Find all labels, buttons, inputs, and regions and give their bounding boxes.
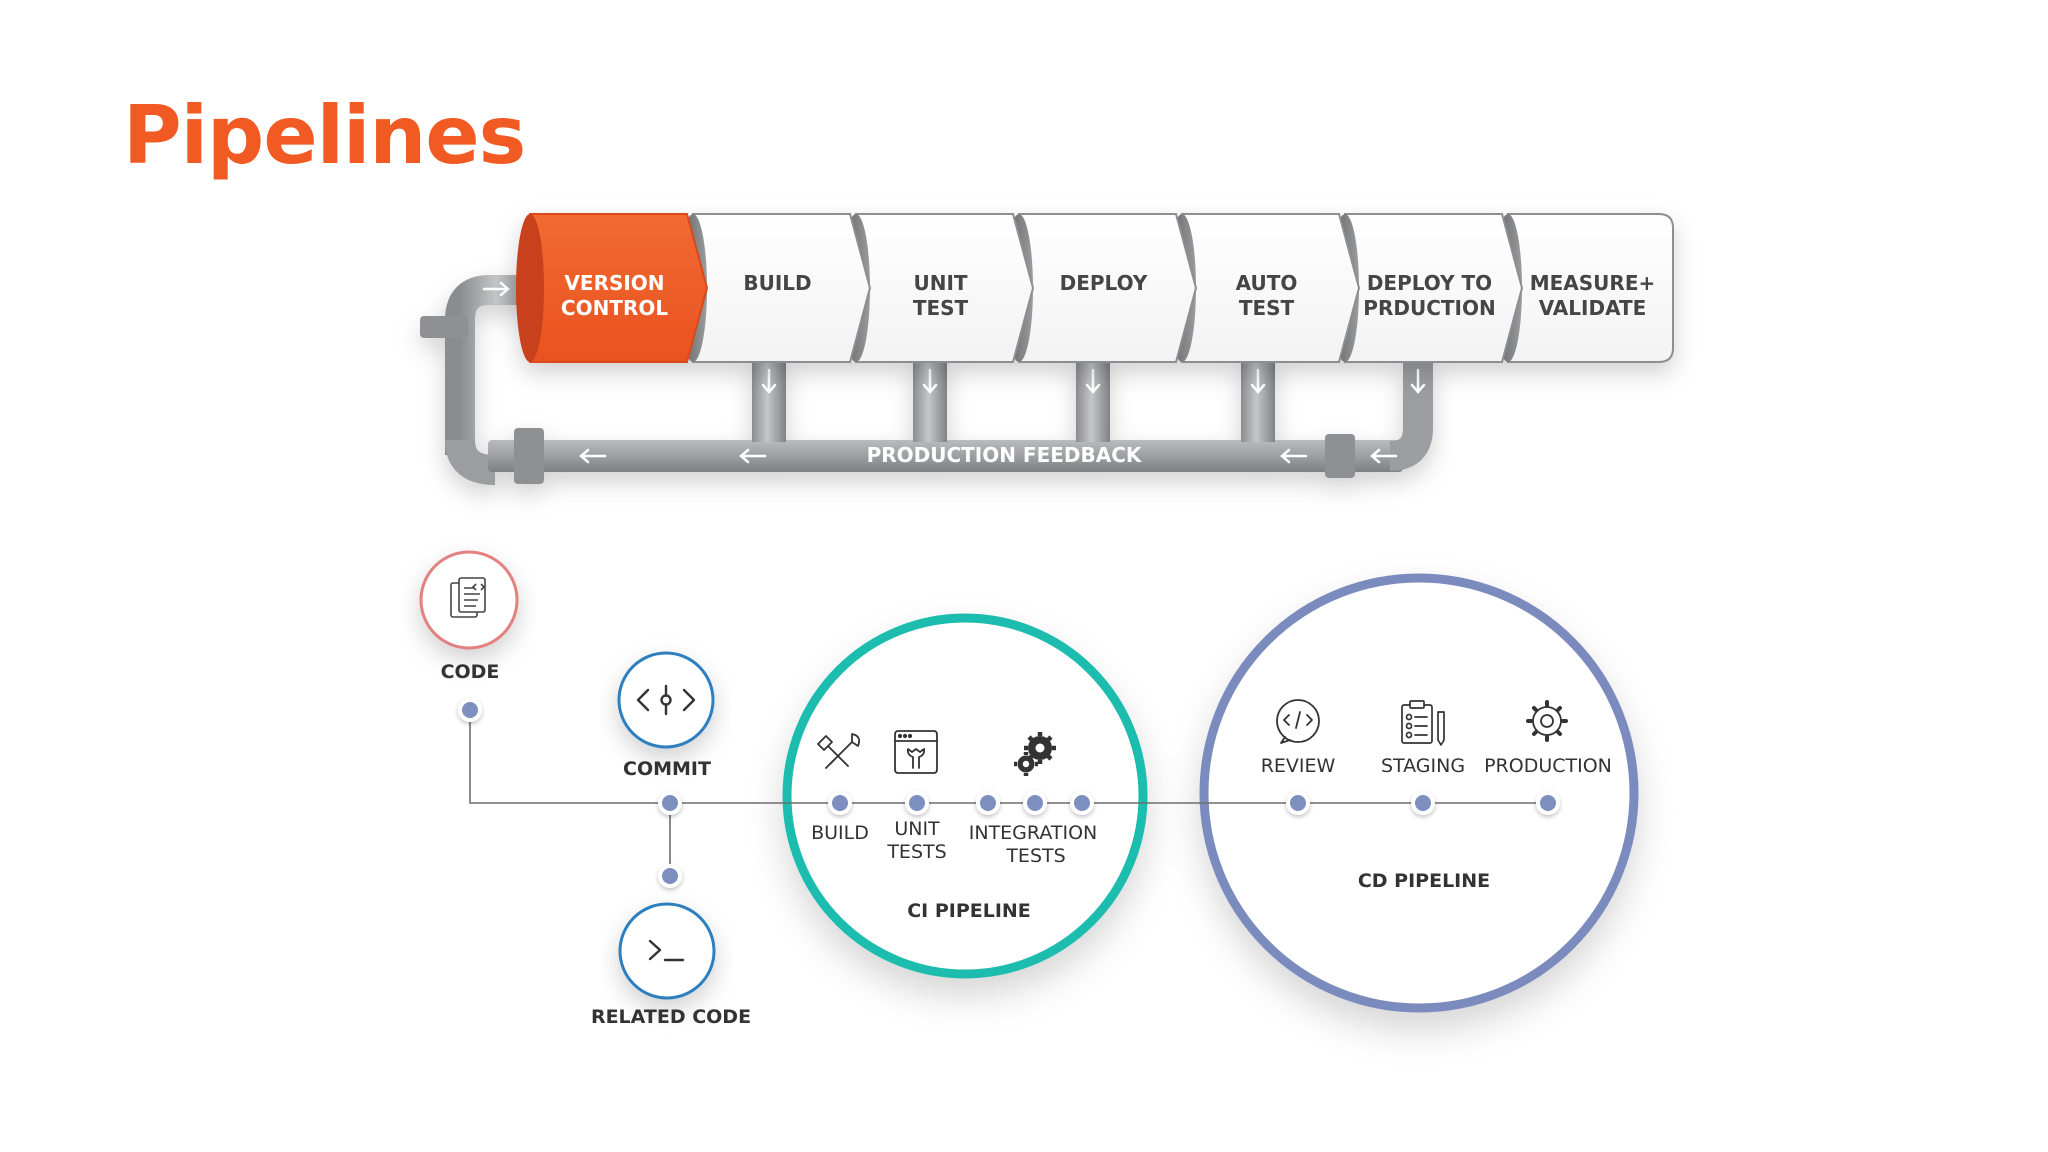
ci-integration-dot-3 bbox=[1070, 791, 1094, 815]
arrow-right-icon bbox=[482, 281, 510, 297]
arrow-down-icon bbox=[1250, 368, 1266, 394]
feedback-pipe-system bbox=[420, 275, 1433, 485]
ci-pipeline-circle bbox=[782, 613, 1148, 979]
segment-build-label-line1: BUILD bbox=[743, 271, 811, 295]
related-code-label: RELATED CODE bbox=[591, 1006, 751, 1028]
arrow-down-icon bbox=[1410, 368, 1426, 394]
ci-unit-tests-dot bbox=[905, 791, 929, 815]
segment-auto-test-label-line1: AUTO bbox=[1236, 271, 1298, 295]
arrow-down-icon bbox=[922, 368, 938, 394]
pipe-joint-bottom-left bbox=[514, 428, 544, 484]
cd-staging-label: STAGING bbox=[1381, 755, 1465, 777]
ci-unit-tests-label-line1: UNIT bbox=[894, 818, 940, 840]
related-code-circle[interactable] bbox=[618, 902, 716, 1000]
code-node[interactable]: CODE bbox=[419, 550, 519, 683]
ci-pipeline-label: CI PIPELINE bbox=[907, 900, 1031, 922]
ci-unit-tests-label-line2: TESTS bbox=[886, 841, 946, 863]
browser-wrench-icon bbox=[894, 730, 938, 774]
segment-unit-test-label-line2: TEST bbox=[913, 296, 969, 320]
ci-integration-dot-2 bbox=[1023, 791, 1047, 815]
flow-arrows bbox=[482, 281, 1426, 464]
segment-measure-validate-body bbox=[1507, 213, 1674, 363]
arrow-left-icon bbox=[1370, 448, 1398, 464]
terminal-icon bbox=[648, 939, 685, 962]
segment-unit-test-label-line1: UNIT bbox=[913, 271, 967, 295]
production-feedback-label: PRODUCTION FEEDBACK bbox=[867, 443, 1143, 467]
arrow-left-icon bbox=[579, 448, 607, 464]
cd-production-label: PRODUCTION bbox=[1484, 755, 1612, 777]
segment-version-control-label-line2: CONTROL bbox=[561, 296, 668, 320]
ci-build-dot bbox=[828, 791, 852, 815]
tools-icon bbox=[817, 733, 861, 769]
segment-deploy-to-prduction-label-line2: PRDUCTION bbox=[1363, 296, 1495, 320]
segment-deploy-to-prduction-label-line1: DEPLOY TO bbox=[1367, 271, 1492, 295]
segment-version-control-label-line1: VERSION bbox=[564, 271, 664, 295]
clipboard-checklist-icon bbox=[1401, 700, 1445, 746]
code-dot bbox=[458, 698, 482, 722]
cd-review-label: REVIEW bbox=[1261, 755, 1336, 777]
ci-build-label: BUILD bbox=[811, 822, 869, 844]
pipe-joint-bottom-right bbox=[1325, 434, 1355, 478]
gears-icon bbox=[1014, 732, 1056, 776]
code-label: CODE bbox=[441, 661, 500, 683]
segment-measure-validate-label-line1: MEASURE+ bbox=[1530, 271, 1656, 295]
pipe-joint-left bbox=[420, 316, 468, 338]
cd-production-dot bbox=[1536, 791, 1560, 815]
gear-icon bbox=[1526, 700, 1568, 742]
page-title: Pipelines bbox=[123, 89, 526, 182]
code-review-icon bbox=[1276, 699, 1320, 744]
arrow-down-icon bbox=[1085, 368, 1101, 394]
code-connector-line bbox=[469, 710, 790, 804]
code-document-icon bbox=[450, 577, 486, 618]
related-code-dot bbox=[658, 864, 682, 888]
cd-staging-dot bbox=[1411, 791, 1435, 815]
commit-label: COMMIT bbox=[623, 758, 711, 780]
commit-icon bbox=[636, 684, 696, 716]
segment-deploy-label-line1: DEPLOY bbox=[1060, 271, 1148, 295]
segment-measure-validate-label-line2: VALIDATE bbox=[1539, 296, 1647, 320]
arrow-left-icon bbox=[739, 448, 767, 464]
segment-version-control-cap bbox=[516, 214, 544, 362]
arrow-down-icon bbox=[761, 368, 777, 394]
flow-dots bbox=[458, 698, 1560, 888]
feedback-pipe-right-corner bbox=[1389, 360, 1433, 471]
ci-integration-tests-label-line1: INTEGRATION bbox=[969, 822, 1097, 844]
ci-integration-tests-label-line2: TESTS bbox=[1005, 845, 1065, 867]
cd-review-dot bbox=[1286, 791, 1310, 815]
cd-pipeline-label: CD PIPELINE bbox=[1358, 870, 1490, 892]
arrow-left-icon bbox=[1280, 448, 1308, 464]
ci-integration-dot-1 bbox=[976, 791, 1000, 815]
commit-node[interactable]: COMMIT bbox=[617, 651, 715, 780]
commit-dot bbox=[658, 791, 682, 815]
feedback-pipe bbox=[488, 440, 1403, 472]
segment-auto-test-label-line2: TEST bbox=[1239, 296, 1295, 320]
related-code-node[interactable]: RELATED CODE bbox=[591, 902, 751, 1028]
